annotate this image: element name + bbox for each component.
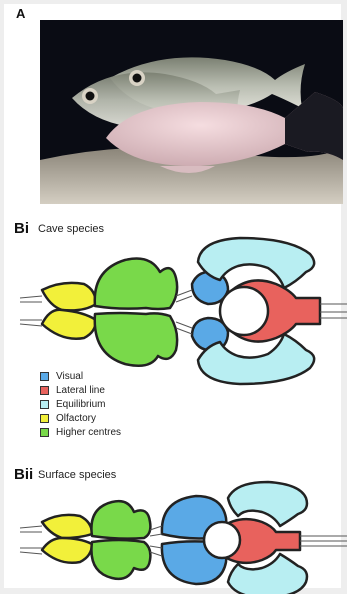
- legend-label: Lateral line: [56, 385, 105, 396]
- legend-label: Higher centres: [56, 427, 121, 438]
- fish-photo: [40, 20, 343, 204]
- cave-olfactory-bulb: [42, 283, 96, 311]
- legend-label: Equilibrium: [56, 399, 105, 410]
- cave-brain-diagram: [0, 232, 347, 382]
- surface-brain-diagram: [0, 478, 347, 588]
- cave-higher-centres: [95, 259, 177, 310]
- legend-item-olfactory: Olfactory: [40, 411, 121, 425]
- panel-a-label: A: [16, 6, 25, 21]
- legend-item-higher-centres: Higher centres: [40, 425, 121, 439]
- cave-olfactory-bulb: [42, 310, 96, 339]
- legend-swatch: [40, 428, 49, 437]
- legend-item-equilibrium: Equilibrium: [40, 397, 121, 411]
- legend-swatch: [40, 400, 49, 409]
- legend-swatch: [40, 372, 49, 381]
- cave-cerebellum: [220, 287, 268, 335]
- legend-swatch: [40, 414, 49, 423]
- surface-olfactory-bulb: [42, 515, 92, 538]
- legend-item-lateral-line: Lateral line: [40, 383, 121, 397]
- legend-label: Visual: [56, 371, 83, 382]
- legend: Visual Lateral line Equilibrium Olfactor…: [40, 369, 121, 439]
- legend-swatch: [40, 386, 49, 395]
- legend-label: Olfactory: [56, 413, 96, 424]
- surface-cerebellum: [204, 522, 240, 558]
- surface-olfactory-bulb: [42, 538, 92, 563]
- surface-higher-centres: [91, 540, 150, 579]
- legend-item-visual: Visual: [40, 369, 121, 383]
- surface-higher-centres: [91, 501, 150, 539]
- cave-higher-centres: [95, 313, 177, 366]
- fish-photo-icon: [40, 20, 343, 204]
